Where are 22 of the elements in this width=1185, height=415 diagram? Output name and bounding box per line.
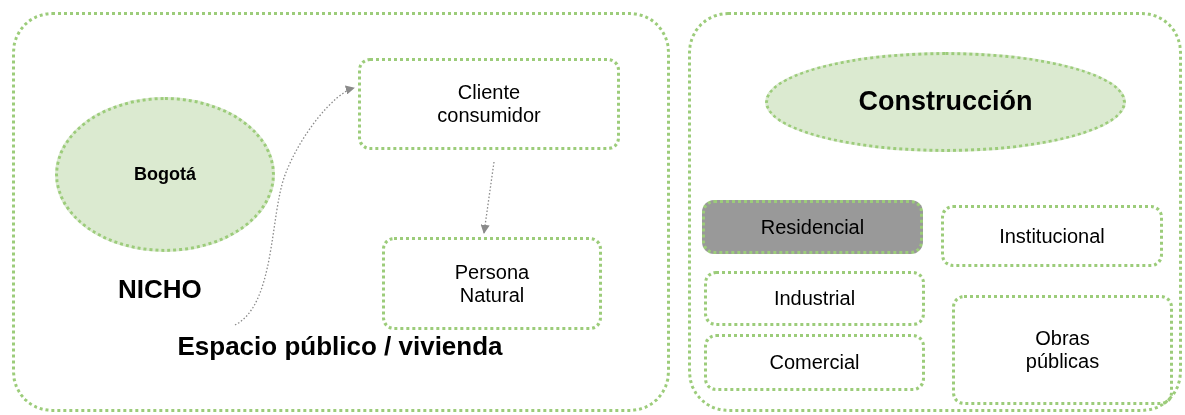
group-panel bbox=[688, 12, 1182, 412]
node-label: Industrial bbox=[773, 287, 856, 310]
node-label: Construcción bbox=[858, 86, 1033, 118]
group-panel bbox=[12, 12, 670, 412]
rounded-box bbox=[702, 200, 923, 254]
rounded-box bbox=[358, 58, 620, 150]
node-label: Institucional bbox=[999, 224, 1105, 248]
node-label: Obras públicas bbox=[1024, 327, 1101, 373]
rounded-box bbox=[704, 334, 925, 391]
node-label: Cliente consumidor bbox=[436, 81, 542, 127]
node-label: Residencial bbox=[760, 215, 865, 239]
arrow bbox=[234, 86, 355, 326]
rounded-box bbox=[952, 295, 1173, 405]
node-label: Bogotá bbox=[134, 164, 196, 185]
rounded-box bbox=[382, 237, 602, 330]
node-label: Comercial bbox=[769, 351, 860, 374]
node-label: Espacio público / vivienda bbox=[177, 332, 503, 362]
rounded-box bbox=[704, 271, 925, 326]
rounded-box bbox=[941, 205, 1163, 267]
section-label: NICHO bbox=[118, 274, 202, 305]
arrow bbox=[480, 161, 495, 234]
node-label: Persona Natural bbox=[453, 260, 531, 307]
